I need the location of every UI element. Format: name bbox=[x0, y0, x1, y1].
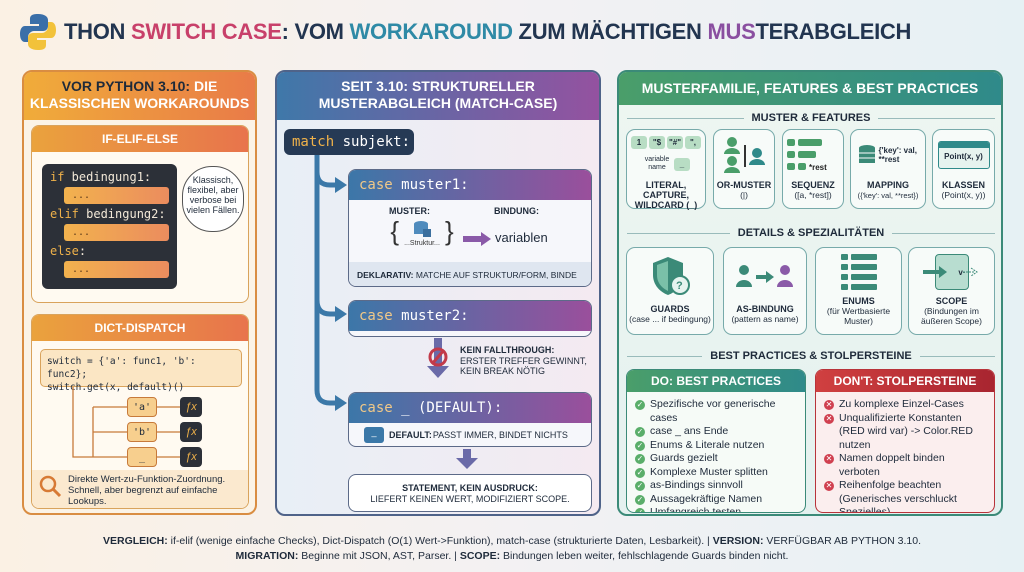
literal-chip: "$ bbox=[649, 135, 665, 149]
dict-note: Direkte Wert-zu-Funktion-Zuordnung. Schn… bbox=[32, 470, 248, 508]
scope-arrow-icon bbox=[923, 266, 978, 278]
literal-chip: "#" bbox=[667, 135, 683, 149]
function-icon: ƒx bbox=[180, 447, 202, 467]
features-header: MUSTERFAMILIE, FEATURES & BEST PRACTICES bbox=[619, 72, 1001, 105]
check-icon: ✓ bbox=[635, 494, 645, 505]
svg-text:?: ? bbox=[676, 280, 683, 292]
feature-sequenz: *rest SEQUENZ([a, *rest]) bbox=[782, 129, 844, 209]
literal-chip: 1 bbox=[631, 135, 647, 149]
no-fallthrough-note: KEIN FALLTHROUGH:ERSTER TREFFER GEWINNT,… bbox=[460, 345, 587, 376]
check-icon: ✓ bbox=[635, 400, 645, 410]
match-subject: match subjekt: bbox=[284, 129, 414, 155]
function-icon: ƒx bbox=[180, 422, 202, 442]
sequence-icon: *rest bbox=[787, 139, 827, 172]
case-muster2: case muster2: bbox=[348, 300, 592, 337]
database-icon bbox=[414, 220, 431, 237]
section-muster-features: MUSTER & FEATURES bbox=[627, 112, 995, 124]
dict-code: switch = {'a': func1, 'b': func2};switch… bbox=[40, 349, 242, 393]
enum-list-icon bbox=[840, 254, 877, 290]
feature-literal: 1"$"#"",variable name_ LITERAL, CAPTURE,… bbox=[626, 129, 706, 210]
check-icon: ✓ bbox=[635, 454, 645, 464]
check-icon: ✓ bbox=[635, 481, 645, 491]
if-elif-title: IF-ELIF-ELSE bbox=[32, 126, 248, 152]
class-window-icon: Point(x, y) bbox=[937, 141, 990, 169]
as-binding-icon bbox=[736, 265, 793, 287]
arrow-right-icon bbox=[463, 232, 491, 246]
do-item: ✓Umfangreich testen bbox=[635, 506, 797, 512]
section-best-practices: BEST PRACTICES & STOLPERSTEINE bbox=[627, 350, 995, 362]
dont-item: ✕Namen doppelt binden verboten bbox=[824, 452, 945, 478]
x-icon: ✕ bbox=[824, 413, 834, 424]
feature-mapping: {'key': val, **rest MAPPING({'key': val,… bbox=[850, 129, 926, 209]
dont-item: ✕Reihenfolge beachten (Generisches versc… bbox=[824, 479, 957, 513]
check-icon: ✓ bbox=[635, 508, 645, 512]
x-icon: ✕ bbox=[824, 454, 834, 464]
struktur-pattern: {...Struktur...} bbox=[390, 216, 454, 247]
dict-dispatch-title: DICT-DISPATCH bbox=[32, 315, 248, 341]
dispatch-key: 'a' bbox=[127, 397, 157, 417]
dont-item: ✕Unqualifizierte Konstanten (RED wird va… bbox=[824, 411, 973, 451]
statement-note: STATEMENT, KEIN AUSDRUCK:LIEFERT KEINEN … bbox=[348, 474, 592, 512]
magnifier-icon bbox=[39, 475, 62, 498]
footer-line-2: MIGRATION: Beginne mit JSON, AST, Parser… bbox=[235, 550, 789, 562]
dispatch-lines bbox=[72, 387, 180, 458]
if-elif-card: IF-ELIF-ELSE if bedingung1: ... elif bed… bbox=[31, 125, 249, 303]
features-panel: MUSTERFAMILIE, FEATURES & BEST PRACTICES… bbox=[617, 70, 1003, 516]
do-item: ✓case _ ans Ende bbox=[635, 425, 729, 437]
do-item: ✓Spezifische vor generische cases bbox=[635, 398, 776, 424]
do-item: ✓Aussagekräftige Namen bbox=[635, 492, 763, 505]
dispatch-key: _ bbox=[127, 447, 157, 467]
detail-as-bindung: AS-BINDUNG(pattern as name) bbox=[723, 247, 807, 335]
dont-item: ✕Zu komplexe Einzel-Cases bbox=[824, 398, 964, 410]
do-item: ✓Enums & Literale nutzen bbox=[635, 438, 765, 451]
flow-arrows bbox=[314, 154, 478, 469]
dont-list: DON'T: STOLPERSTEINE ✕Zu komplexe Einzel… bbox=[815, 369, 995, 513]
case-muster1: case muster1: MUSTER: BINDUNG: {...Struk… bbox=[348, 169, 592, 287]
function-icon: ƒx bbox=[180, 397, 202, 417]
do-item: ✓Komplexe Muster splitten bbox=[635, 465, 768, 478]
dict-dispatch-card: DICT-DISPATCH switch = {'a': func1, 'b':… bbox=[31, 314, 249, 509]
do-list: DO: BEST PRACTICES ✓Spezifische vor gene… bbox=[626, 369, 806, 513]
do-item: ✓Guards gezielt bbox=[635, 452, 718, 464]
detail-scope: v· SCOPE(Bindungen im äußeren Scope) bbox=[908, 247, 995, 335]
python-logo-icon bbox=[20, 14, 56, 50]
if-elif-code: if bedingung1: ... elif bedingung2: ... … bbox=[42, 164, 177, 289]
users-or-icon bbox=[724, 137, 765, 173]
check-icon: ✓ bbox=[635, 440, 645, 451]
page-title: THON SWITCH CASE: VOM WORKAROUND ZUM MÄC… bbox=[20, 8, 1004, 56]
shield-question-icon: ? bbox=[653, 257, 690, 295]
database-icon bbox=[858, 145, 875, 163]
dispatch-key: 'b' bbox=[127, 422, 157, 442]
x-icon: ✕ bbox=[824, 481, 834, 491]
x-icon: ✕ bbox=[824, 400, 834, 410]
literal-chip: _ bbox=[674, 157, 690, 171]
rest-label: *rest bbox=[809, 163, 827, 172]
check-icon: ✓ bbox=[635, 467, 645, 478]
detail-enums: ENUMS(für Wertbasierte Muster) bbox=[815, 247, 902, 335]
feature-or-muster: OR-MUSTER(|) bbox=[713, 129, 775, 209]
thought-bubble: Klassisch, flexibel, aber verbose bei vi… bbox=[182, 166, 244, 232]
detail-guards: ? GUARDS(case ... if bedingung) bbox=[626, 247, 714, 335]
wildcard-icon: _ bbox=[364, 427, 384, 443]
literal-chip: ", bbox=[685, 135, 701, 149]
do-item: ✓as-Bindings sinnvoll bbox=[635, 479, 743, 491]
feature-klassen: Point(x, y) KLASSEN(Point(x, y)) bbox=[932, 129, 995, 209]
literal-chip: variable name bbox=[644, 156, 670, 172]
section-details: DETAILS & SPEZIALITÄTEN bbox=[627, 227, 995, 239]
footer-line-1: VERGLEICH: if-elif (wenige einfache Chec… bbox=[102, 535, 921, 547]
case-default: case _ (DEFAULT): _DEFAULT: PASST IMMER,… bbox=[348, 392, 592, 447]
check-icon: ✓ bbox=[635, 427, 645, 437]
